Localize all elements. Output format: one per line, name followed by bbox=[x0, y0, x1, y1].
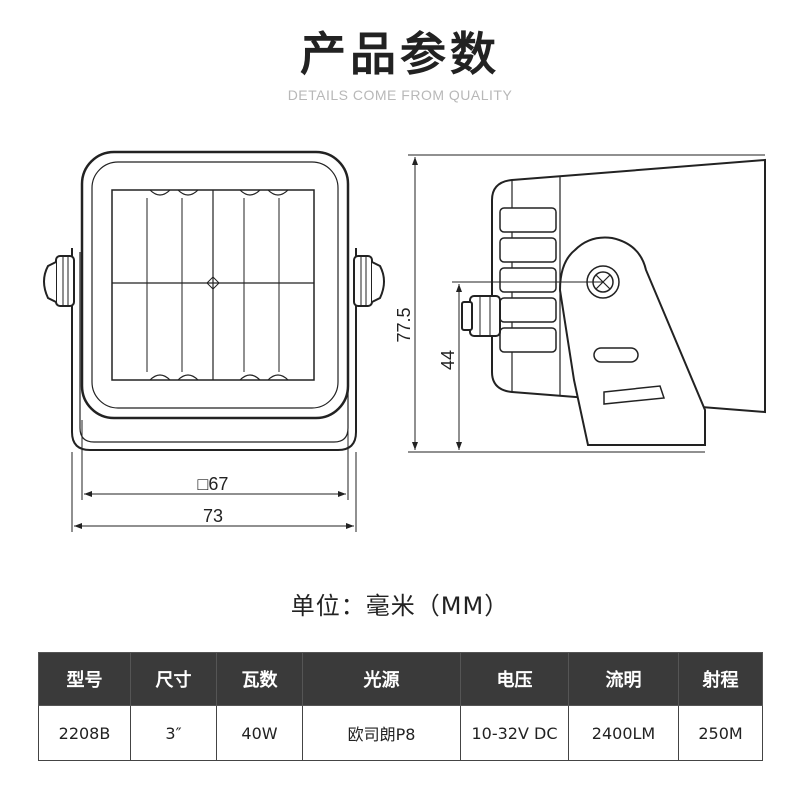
header-size: 尺寸 bbox=[130, 652, 217, 706]
spec-header-row: 型号 尺寸 瓦数 光源 电压 流明 射程 bbox=[38, 652, 763, 706]
page-subtitle: DETAILS COME FROM QUALITY bbox=[287, 87, 513, 103]
front-bracket bbox=[71, 248, 357, 451]
page-title: 产品参数 bbox=[300, 27, 500, 81]
dim-square-label: □67 bbox=[198, 474, 229, 494]
side-dimensions bbox=[408, 154, 765, 453]
value-size: 3″ bbox=[130, 705, 217, 761]
spec-table: 型号 尺寸 瓦数 光源 电压 流明 射程 2208B 3″ 40W 欧司朗P8 … bbox=[38, 652, 763, 761]
front-dimensions bbox=[71, 420, 357, 532]
unit-label: 单位：毫米（MM） bbox=[290, 592, 510, 620]
header-range: 射程 bbox=[678, 652, 763, 706]
technical-drawing: □67 73 bbox=[43, 150, 766, 532]
dim-height-total-label: 77.5 bbox=[394, 307, 414, 342]
value-model: 2208B bbox=[38, 705, 131, 761]
cooling-fins bbox=[499, 207, 557, 353]
dim-height-mount-label: 44 bbox=[438, 350, 458, 370]
value-lumen: 2400LM bbox=[568, 705, 679, 761]
side-view bbox=[461, 158, 766, 446]
front-view bbox=[43, 150, 385, 451]
value-voltage: 10-32V DC bbox=[460, 705, 569, 761]
value-range: 250M bbox=[678, 705, 763, 761]
header-light-source: 光源 bbox=[302, 652, 461, 706]
header-voltage: 电压 bbox=[460, 652, 569, 706]
header-lumen: 流明 bbox=[568, 652, 679, 706]
lamp-housing bbox=[80, 150, 350, 420]
value-wattage: 40W bbox=[216, 705, 303, 761]
side-knob bbox=[461, 295, 501, 337]
value-light-source: 欧司朗P8 bbox=[302, 705, 461, 761]
dim-width-label: 73 bbox=[203, 506, 223, 526]
header-model: 型号 bbox=[38, 652, 131, 706]
left-knob bbox=[43, 255, 75, 307]
header-wattage: 瓦数 bbox=[216, 652, 303, 706]
right-knob bbox=[353, 255, 385, 307]
spec-value-row: 2208B 3″ 40W 欧司朗P8 10-32V DC 2400LM 250M bbox=[38, 705, 763, 761]
